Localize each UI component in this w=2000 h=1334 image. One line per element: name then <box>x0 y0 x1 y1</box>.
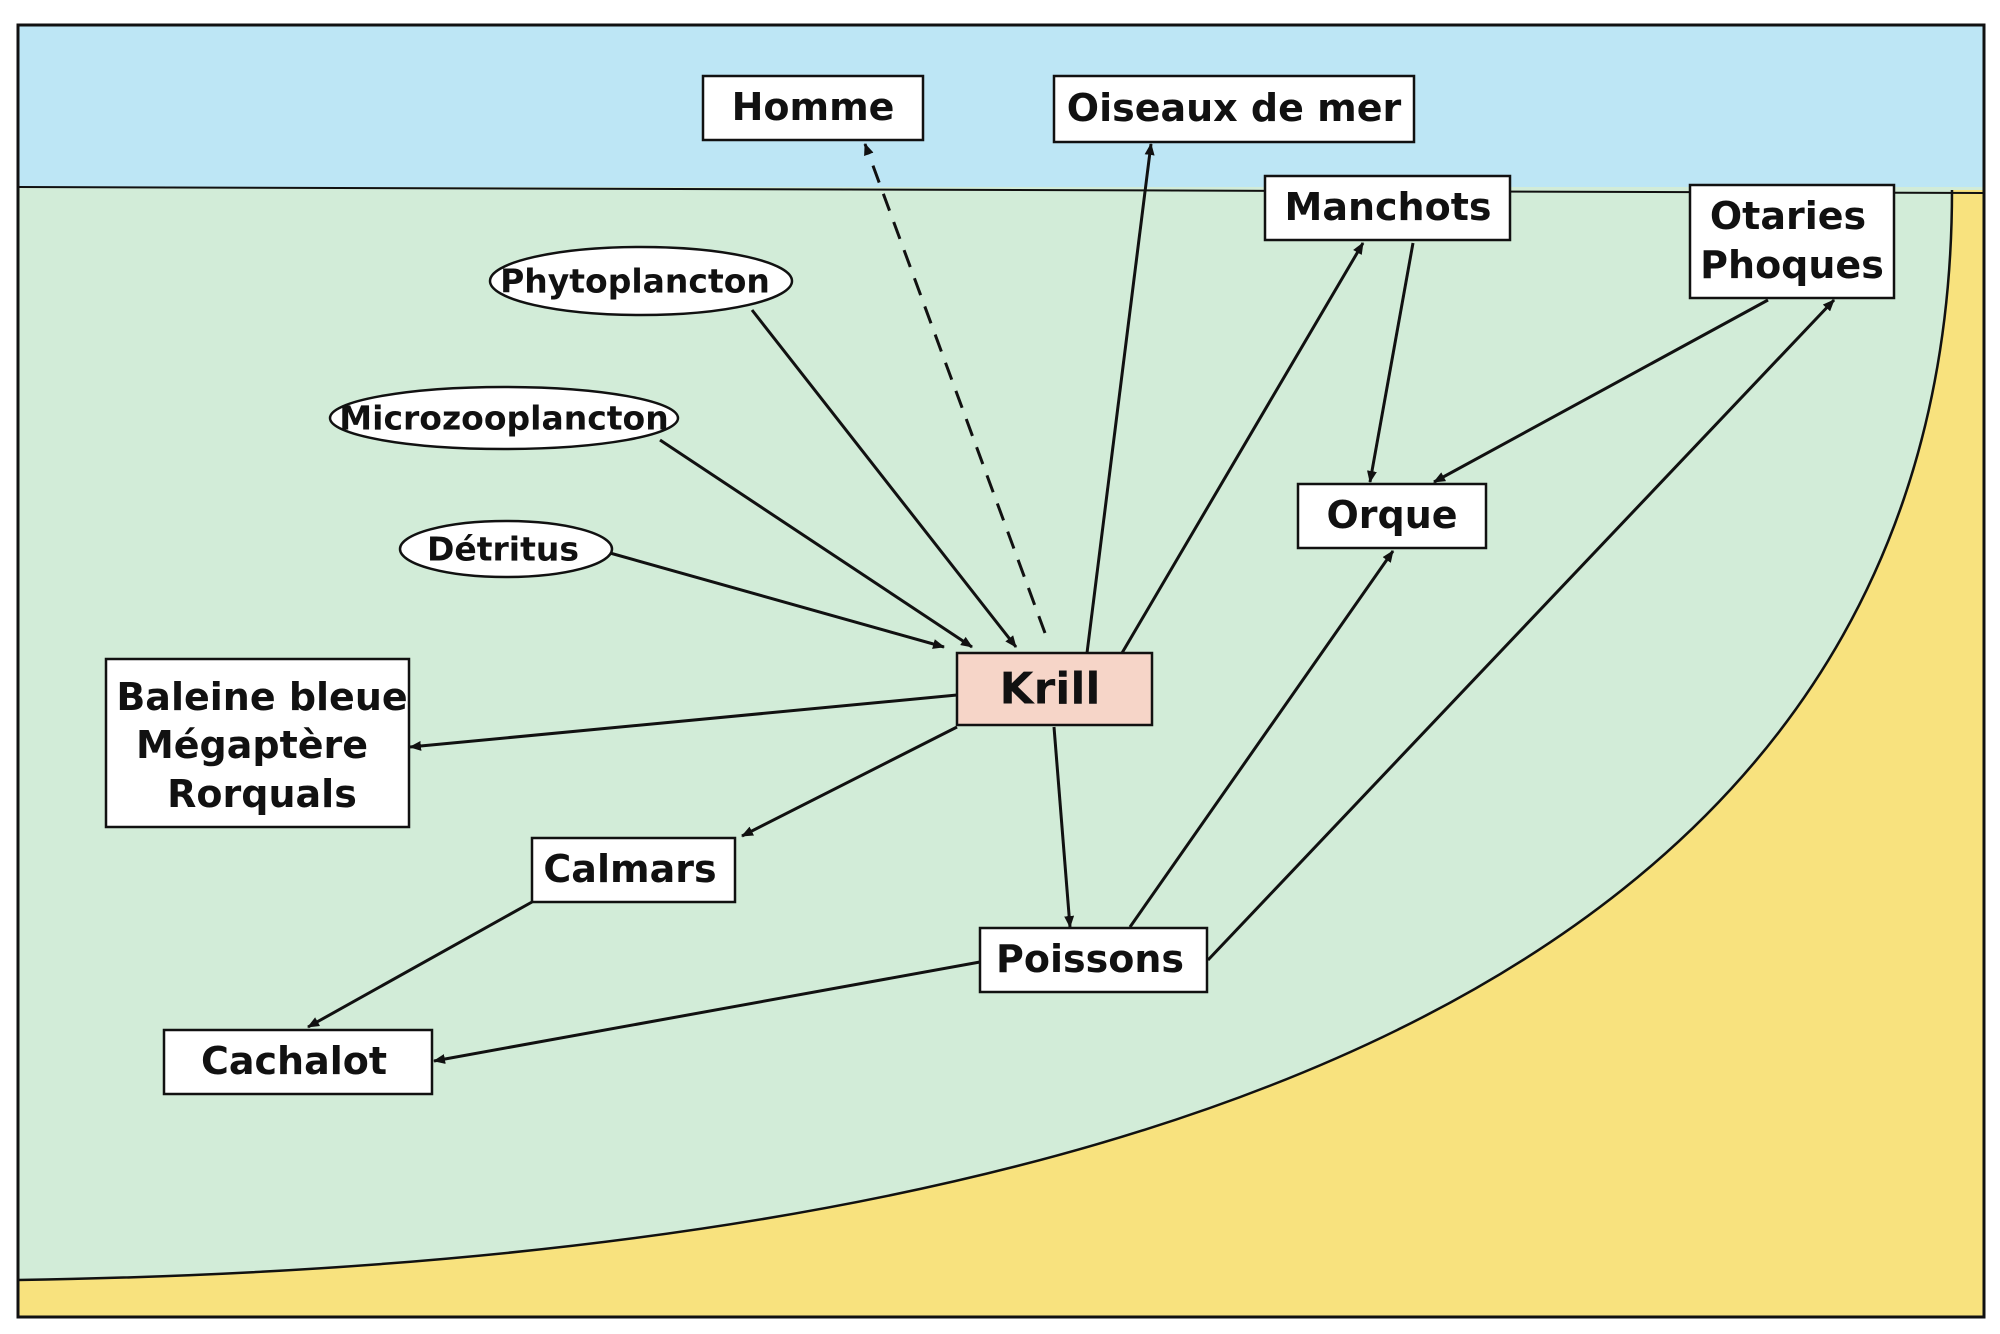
node-manchots: Manchots <box>1263 174 1512 242</box>
node-microzooplancton: Microzooplancton <box>328 385 680 451</box>
node-oiseaux-label: Oiseaux de mer <box>1067 86 1402 130</box>
link-poissons-orque <box>1128 550 1395 928</box>
link-krill-homme <box>863 143 1047 634</box>
node-poissons: Poissons <box>978 926 1209 994</box>
node-rorquals-label: Rorquals <box>167 772 357 816</box>
node-otaries-phoques: Otaries Phoques <box>1688 183 1896 300</box>
node-krill-label: Krill <box>999 664 1100 715</box>
node-calmars-label: Calmars <box>543 847 716 891</box>
node-otaries-label: Otaries <box>1710 194 1866 238</box>
node-homme: Homme <box>701 74 925 142</box>
links <box>307 143 1836 1064</box>
node-poissons-label: Poissons <box>996 937 1184 981</box>
node-cachalot: Cachalot <box>162 1028 434 1096</box>
node-phytoplancton: Phytoplancton <box>488 245 794 317</box>
link-poissons-cachalot <box>433 960 981 1064</box>
sky-region <box>18 25 1984 189</box>
link-manchots-orque <box>1367 242 1415 483</box>
link-krill-oiseaux <box>1085 143 1155 654</box>
node-baleine-megaptere-rorquals: Baleine bleue Mégaptère Rorquals <box>104 657 411 829</box>
node-megaptere-label: Mégaptère <box>136 723 368 767</box>
node-detritus-label: Détritus <box>427 530 579 569</box>
node-manchots-label: Manchots <box>1285 185 1492 229</box>
seabed-outline <box>17 189 1954 1282</box>
node-phytoplancton-label: Phytoplancton <box>500 262 770 301</box>
node-orque: Orque <box>1296 482 1488 550</box>
link-calmars-cachalot <box>307 900 533 1029</box>
link-krill-calmars <box>741 725 958 838</box>
link-microzooplancton-krill <box>659 438 973 649</box>
node-oiseaux-de-mer: Oiseaux de mer <box>1052 74 1416 144</box>
link-poissons-otaries <box>1206 298 1836 962</box>
node-cachalot-label: Cachalot <box>201 1039 387 1083</box>
node-calmars: Calmars <box>530 836 737 904</box>
link-krill-baleine <box>409 693 958 751</box>
link-detritus-krill <box>609 551 945 649</box>
node-krill: Krill <box>955 651 1154 727</box>
diagram-frame <box>16 23 1986 1319</box>
seabed-region <box>18 190 1984 1317</box>
link-phytoplancton-krill <box>750 309 1018 648</box>
node-homme-label: Homme <box>732 85 895 129</box>
node-phoques-label: Phoques <box>1700 243 1884 287</box>
node-microzooplancton-label: Microzooplancton <box>339 399 668 438</box>
link-krill-poissons <box>1052 726 1075 928</box>
node-detritus: Détritus <box>398 519 614 579</box>
link-krill-manchots <box>1120 242 1365 654</box>
water-surface-line <box>17 186 1985 194</box>
link-otaries-orque <box>1433 298 1769 484</box>
node-orque-label: Orque <box>1326 493 1457 537</box>
node-baleine-label: Baleine bleue <box>116 675 407 719</box>
